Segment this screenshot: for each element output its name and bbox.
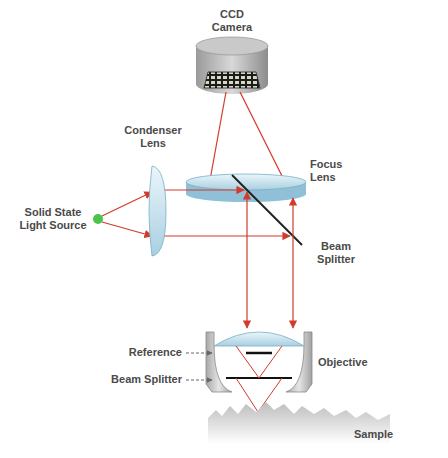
vertical-rays <box>247 192 293 328</box>
condenser-lens <box>149 166 166 256</box>
source-rays <box>102 190 290 236</box>
camera-rays <box>210 92 284 180</box>
part-label: Focus Lens <box>310 158 360 184</box>
beam-splitter <box>232 175 302 245</box>
objective <box>206 332 312 392</box>
part-label: Condenser Lens <box>118 124 188 150</box>
light-source-dot <box>93 214 103 224</box>
objective-rays <box>236 346 282 412</box>
reference-mirror <box>246 352 272 355</box>
part-label: Beam Splitter <box>60 373 182 386</box>
part-label: Reference <box>60 346 182 359</box>
part-label: CCD Camera <box>200 8 264 34</box>
dashed-pointers <box>186 353 212 380</box>
part-label: Beam Splitter <box>306 240 366 266</box>
part-label: Objective <box>318 356 388 369</box>
part-label: Solid State Light Source <box>12 206 94 232</box>
ccd-camera <box>196 37 268 94</box>
part-label: Sample <box>354 428 414 441</box>
